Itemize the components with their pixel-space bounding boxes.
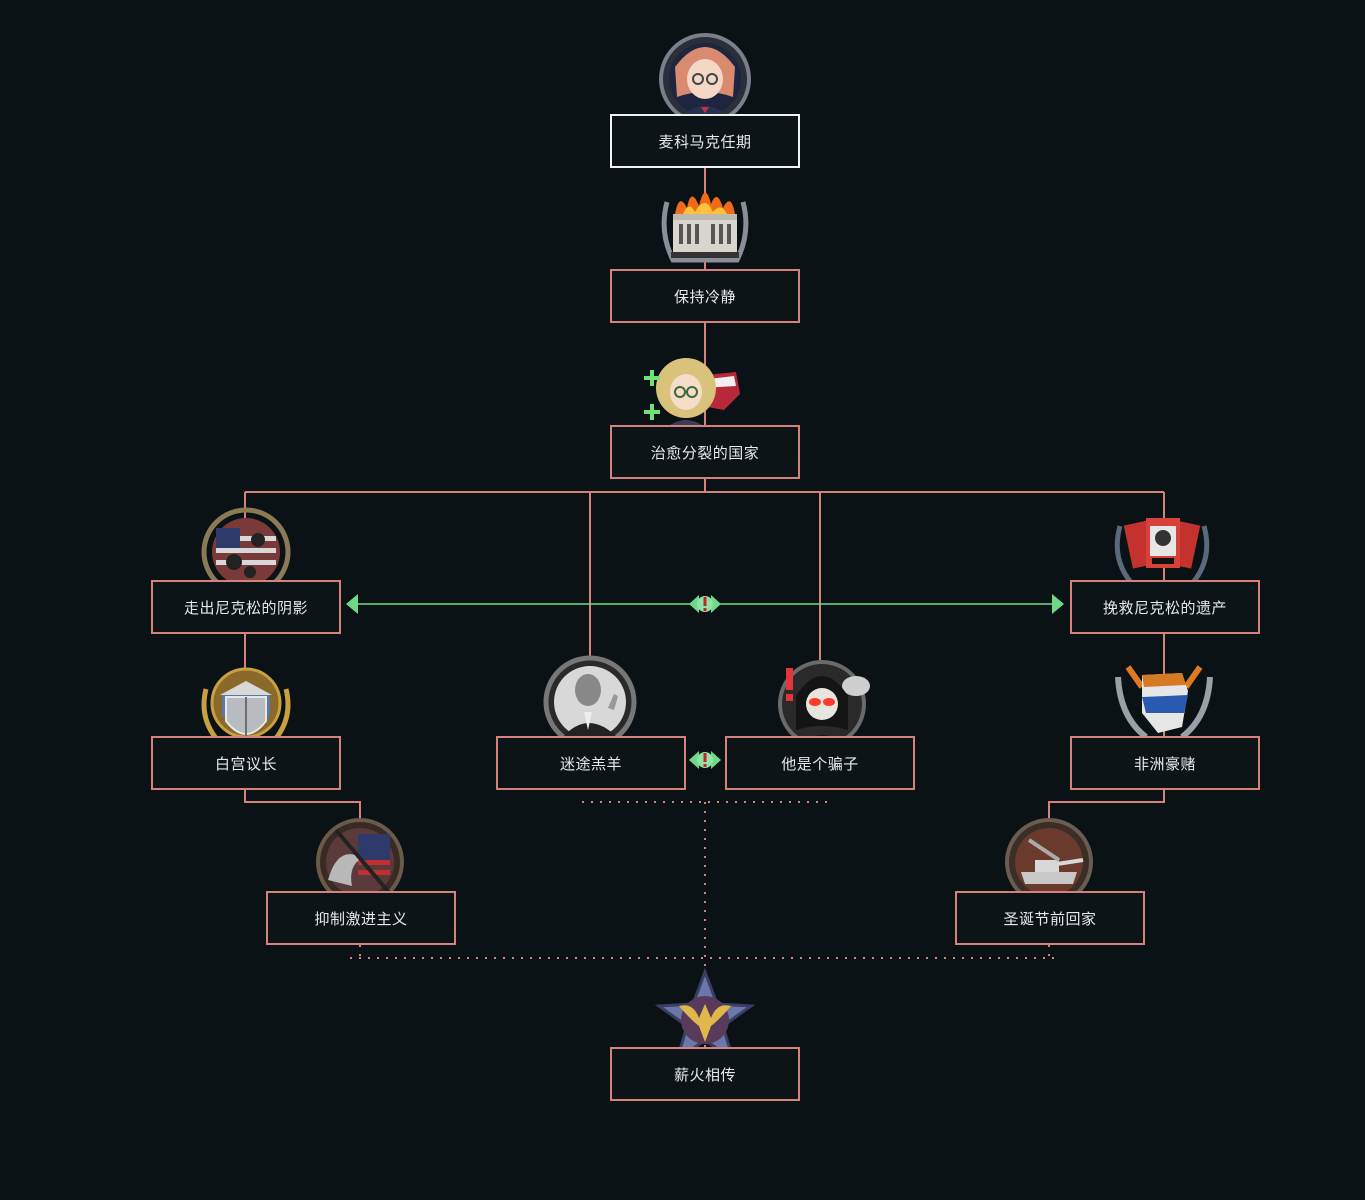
focus-heal-nation[interactable]: 治愈分裂的国家 xyxy=(610,425,800,479)
focus-label: 挽救尼克松的遗产 xyxy=(1102,598,1227,617)
african-flag-map-icon[interactable] xyxy=(1112,647,1216,751)
focus-label: 保持冷静 xyxy=(673,287,736,306)
focus-african-gamble[interactable]: 非洲豪赌 xyxy=(1070,736,1260,790)
mutual-exclusive-icon xyxy=(688,591,722,617)
focus-mckinley-term[interactable]: 麦科马克任期 xyxy=(610,114,800,168)
focus-label: 麦科马克任期 xyxy=(658,132,752,151)
focus-label: 薪火相传 xyxy=(673,1065,736,1084)
focus-save-nixon-legacy[interactable]: 挽救尼克松的遗产 xyxy=(1070,580,1260,634)
tank-icon[interactable] xyxy=(997,810,1101,914)
focus-label: 圣诞节前回家 xyxy=(1003,909,1097,928)
focus-home-for-christmas[interactable]: 圣诞节前回家 xyxy=(955,891,1145,945)
focus-nixon-shadow[interactable]: 走出尼克松的阴影 xyxy=(151,580,341,634)
focus-label: 他是个骗子 xyxy=(781,754,859,773)
focus-scapegoat[interactable]: 迷途羔羊 xyxy=(496,736,686,790)
mutual-exclusive-icon xyxy=(688,747,722,773)
focus-keep-calm[interactable]: 保持冷静 xyxy=(610,269,800,323)
golden-eagle-star-icon[interactable] xyxy=(653,966,757,1070)
us-flag-skull-icon[interactable] xyxy=(194,500,298,604)
focus-label: 抑制激进主义 xyxy=(314,909,408,928)
focus-label: 走出尼克松的阴影 xyxy=(183,598,308,617)
angry-girl-icon[interactable] xyxy=(770,652,874,756)
focus-label: 非洲豪赌 xyxy=(1133,754,1196,773)
focus-pass-the-torch[interactable]: 薪火相传 xyxy=(610,1047,800,1101)
nixon-portrait-icon[interactable] xyxy=(538,650,642,754)
focus-suppress-radicalism[interactable]: 抑制激进主义 xyxy=(266,891,456,945)
focus-liar[interactable]: 他是个骗子 xyxy=(725,736,915,790)
eagle-flag-sword-icon[interactable] xyxy=(308,810,412,914)
focus-label: 白宫议长 xyxy=(214,754,277,773)
burning-white-house-icon[interactable] xyxy=(653,172,757,276)
capitol-shield-icon[interactable] xyxy=(194,655,298,759)
girl-portrait-icon[interactable] xyxy=(653,27,757,131)
focus-label: 治愈分裂的国家 xyxy=(650,443,760,462)
focus-chief-of-staff[interactable]: 白宫议长 xyxy=(151,736,341,790)
focus-label: 迷途羔羊 xyxy=(559,754,622,773)
